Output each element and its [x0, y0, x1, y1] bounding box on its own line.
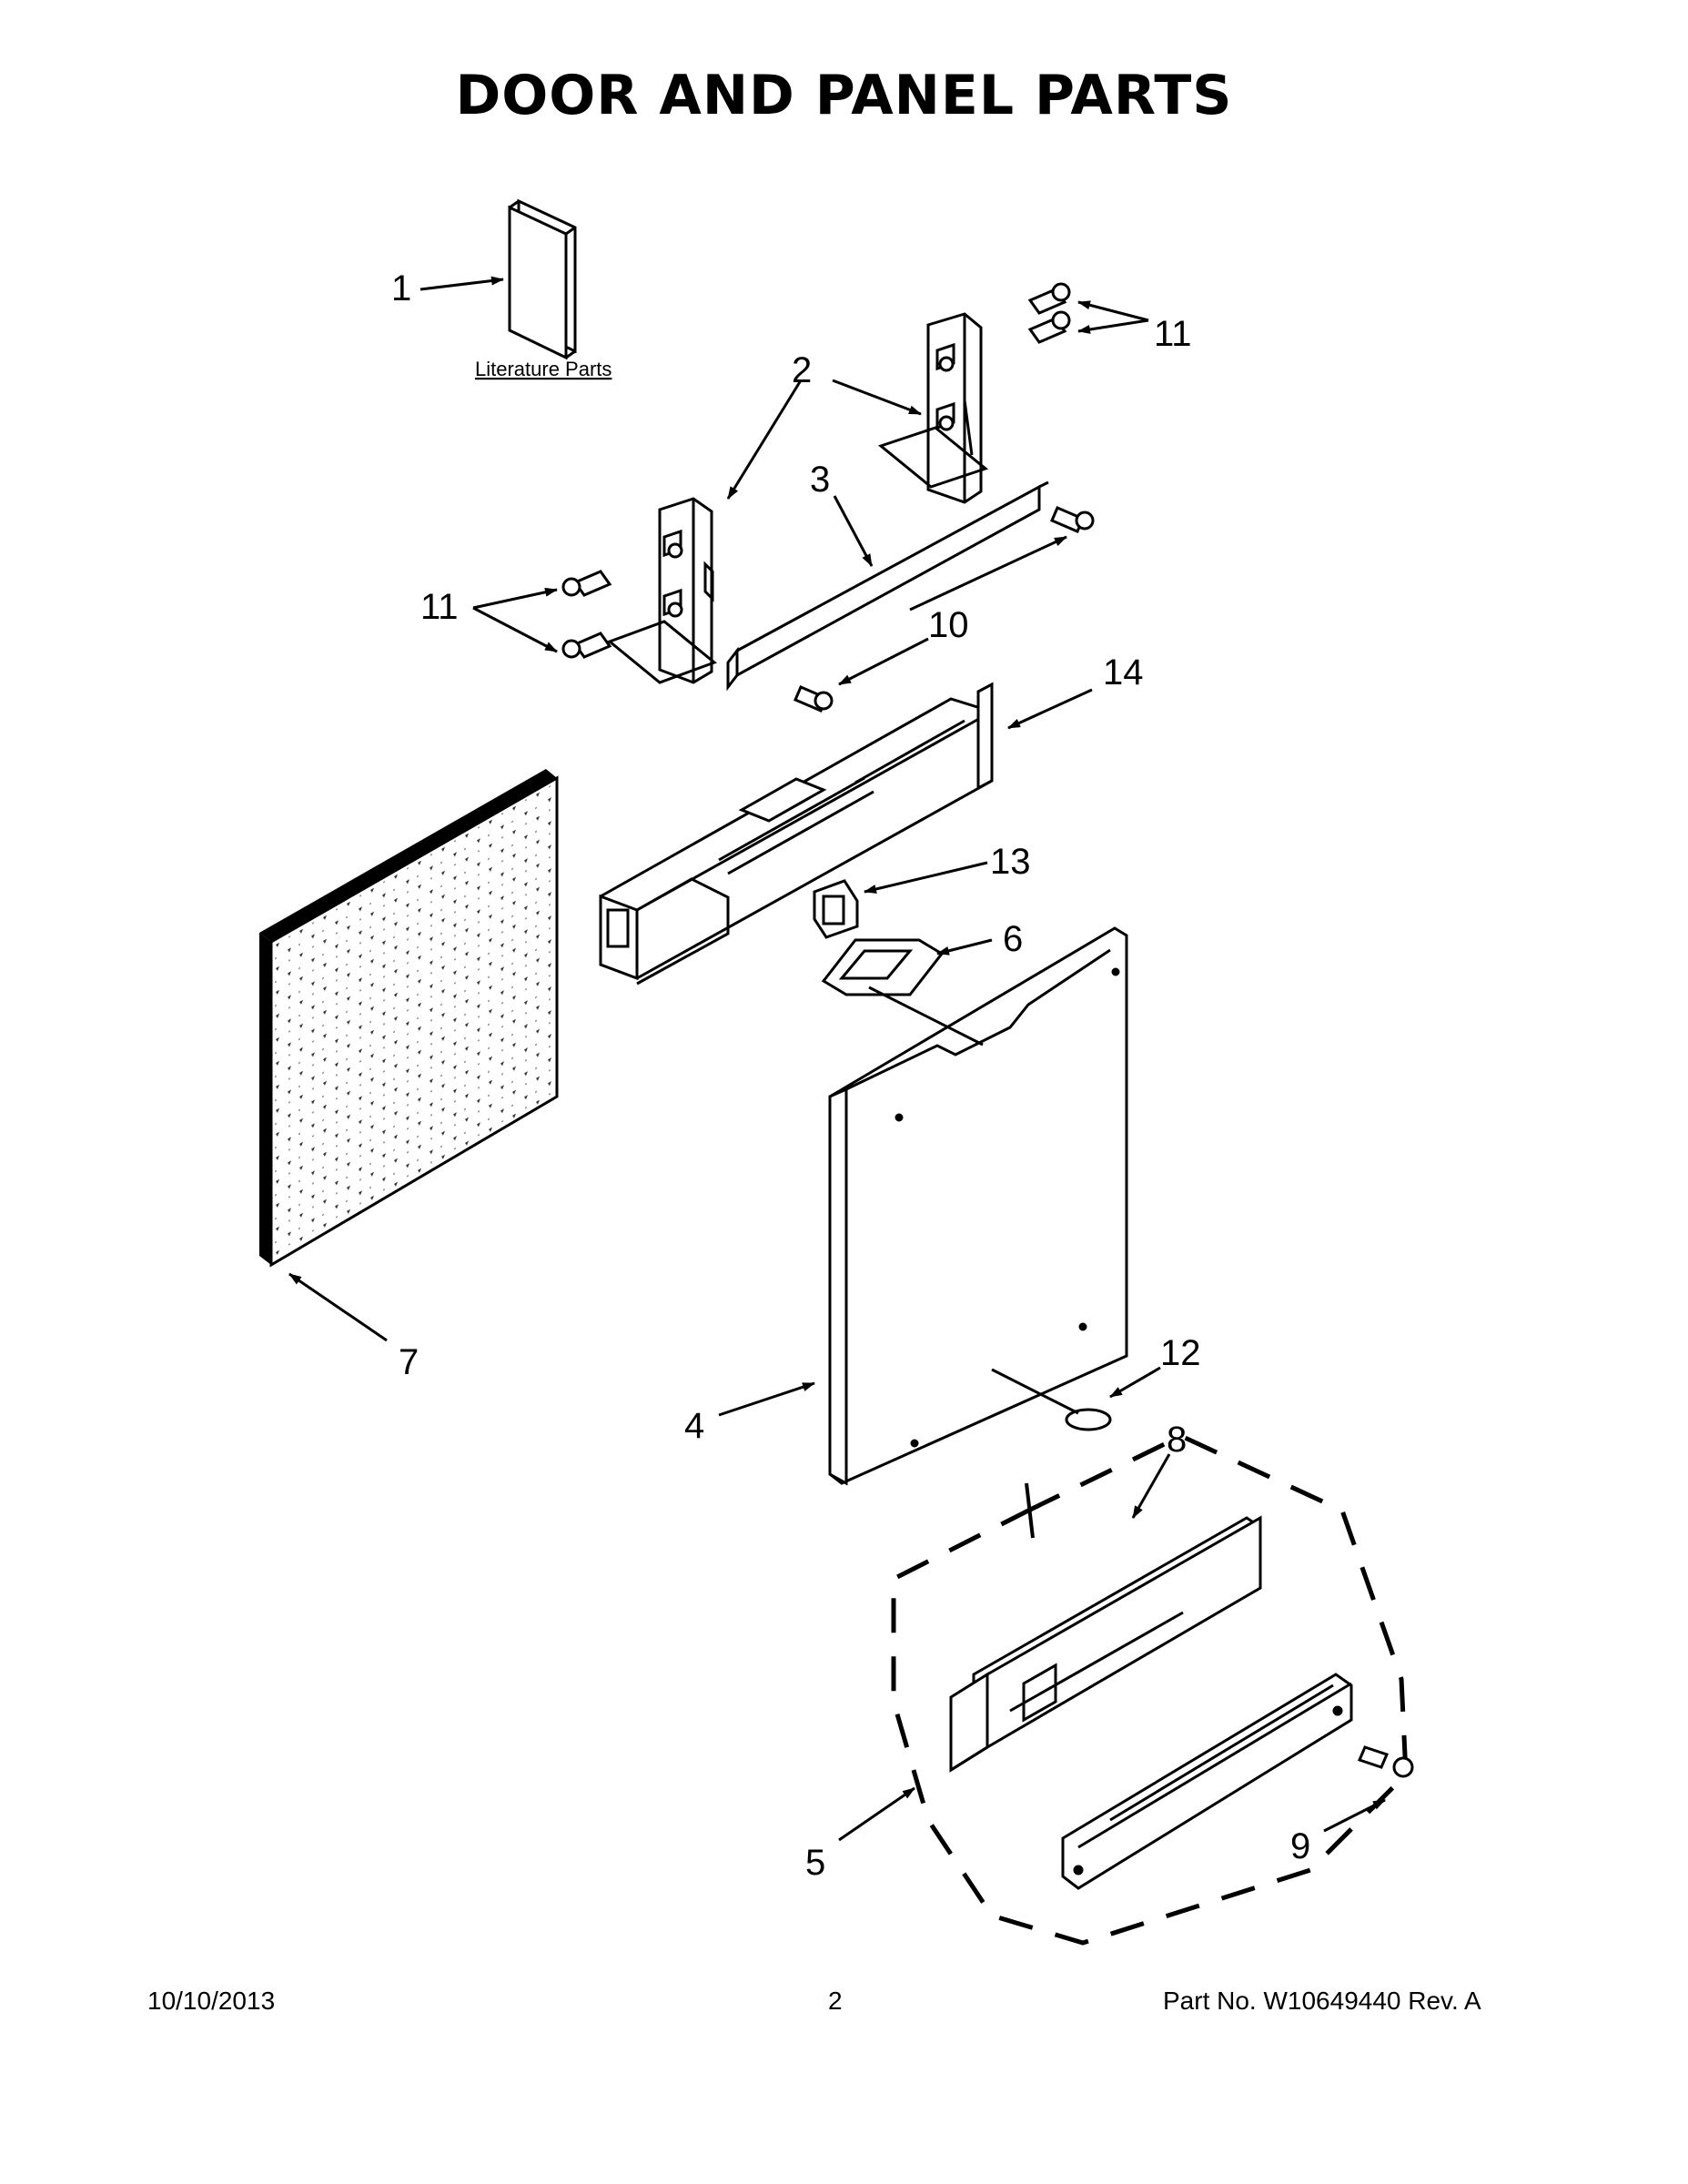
leader-lines: [288, 276, 1386, 1842]
callout-13: 13: [990, 842, 1031, 882]
callout-11-top: 11: [1154, 314, 1192, 354]
callout-10: 10: [928, 605, 969, 645]
side-insulation-panel: [259, 769, 559, 1268]
callout-7: 7: [399, 1342, 419, 1382]
page-title: DOOR AND PANEL PARTS: [455, 64, 1233, 127]
screw-left-1: [561, 570, 612, 597]
screw-left-2: [561, 632, 612, 659]
door-latch: [813, 879, 859, 939]
callout-3: 3: [810, 460, 830, 500]
callout-14: 14: [1103, 652, 1144, 693]
callout-11-left: 11: [420, 587, 459, 627]
kit-boundary-dashed: [891, 1433, 1409, 1946]
footer-page-number: 2: [828, 1987, 843, 2015]
footer-date: 10/10/2013: [147, 1987, 276, 2015]
support-rail: [726, 480, 1049, 692]
callout-2: 2: [792, 350, 812, 390]
screw-top-1: [1027, 282, 1071, 315]
literature-parts-label: Literature Parts: [475, 358, 612, 380]
footer-part-number: Part No. W10649440 Rev. A: [1163, 1987, 1481, 2015]
toe-panel-screw: [1357, 1745, 1414, 1778]
callout-9: 9: [1290, 1826, 1310, 1866]
literature-parts-booklet: [508, 198, 577, 360]
screw-rail-left: [793, 685, 834, 713]
control-console-housing: [599, 682, 994, 986]
plug-button: [1065, 1408, 1112, 1431]
callout-5: 5: [805, 1843, 825, 1883]
left-mounting-bracket: [607, 497, 717, 684]
lower-toe-panel: [1061, 1673, 1353, 1890]
door-trim-panel: [949, 1515, 1262, 1773]
callout-4: 4: [684, 1406, 704, 1446]
door-handle-insert: [821, 938, 945, 996]
outer-door-panel: [828, 926, 1128, 1486]
callout-1: 1: [391, 268, 411, 308]
screw-top-2: [1027, 310, 1071, 344]
right-mounting-bracket: [877, 312, 989, 504]
callout-8: 8: [1167, 1420, 1187, 1460]
callout-12: 12: [1160, 1333, 1201, 1373]
screw-rail-right: [1050, 506, 1095, 533]
callout-6: 6: [1003, 919, 1023, 959]
